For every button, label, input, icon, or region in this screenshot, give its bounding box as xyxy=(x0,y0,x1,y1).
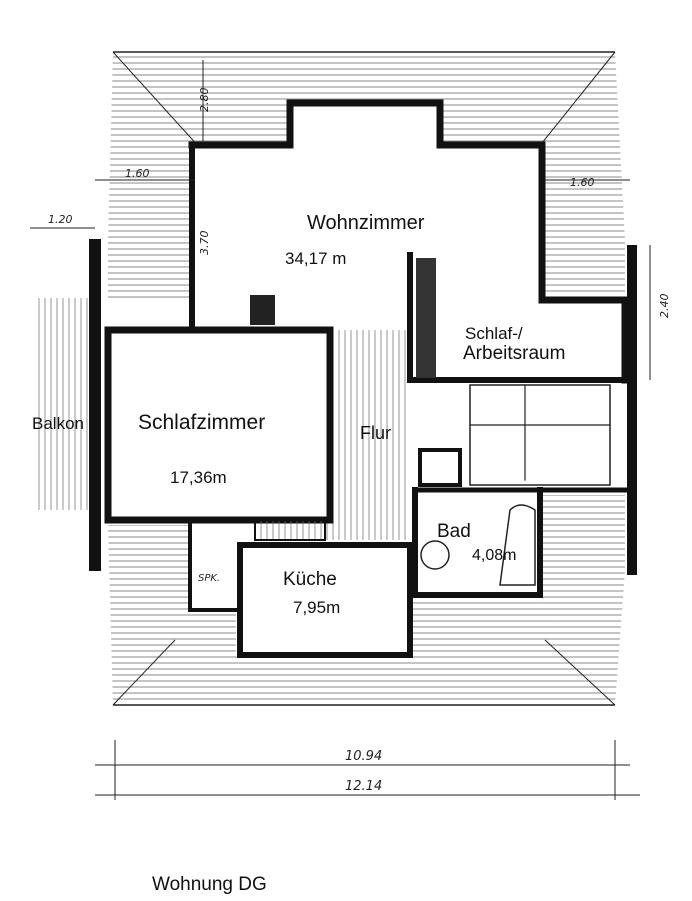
balkon-label: Balkon xyxy=(32,414,84,433)
right-side-dim: 2.40 xyxy=(658,294,671,319)
dimension-labels: 1.20 1.60 1.60 2.80 3.70 2.40 10.94 12.1… xyxy=(48,88,671,795)
wall-height-left-dim: 3.70 xyxy=(198,231,211,256)
total-width-dim: 12.14 xyxy=(345,779,382,794)
roof-slopes xyxy=(35,51,625,706)
kueche-area: 7,95m xyxy=(293,598,340,617)
bad-label: Bad xyxy=(437,521,471,542)
left-wing-dim: 1.60 xyxy=(125,167,150,180)
wohnzimmer-label: Wohnzimmer xyxy=(307,212,425,234)
top-roof-dim: 2.80 xyxy=(198,88,211,113)
plan-caption: Wohnung DG xyxy=(152,874,267,895)
wohnzimmer-area: 34,17 m xyxy=(285,249,346,268)
room-labels: Wohnzimmer 34,17 m Schlaf-/ Arbeitsraum … xyxy=(32,212,565,617)
balkon-width-dim: 1.20 xyxy=(48,213,73,226)
schlaf-arbeit-label-1: Schlaf-/ xyxy=(465,324,523,343)
walls xyxy=(89,99,637,658)
right-wing-dim: 1.60 xyxy=(570,176,595,189)
schlaf-arbeit-label-2: Arbeitsraum xyxy=(463,343,565,364)
schlafzimmer-label: Schlafzimmer xyxy=(138,411,265,434)
bad-area: 4,08m xyxy=(472,547,516,564)
speisekammer-label: SPK. xyxy=(198,573,220,584)
kueche-label: Küche xyxy=(283,569,337,590)
dimension-lines xyxy=(30,60,651,800)
inner-width-dim: 10.94 xyxy=(345,749,382,764)
schlafzimmer-area: 17,36m xyxy=(170,468,227,487)
flur-label: Flur xyxy=(360,423,391,443)
